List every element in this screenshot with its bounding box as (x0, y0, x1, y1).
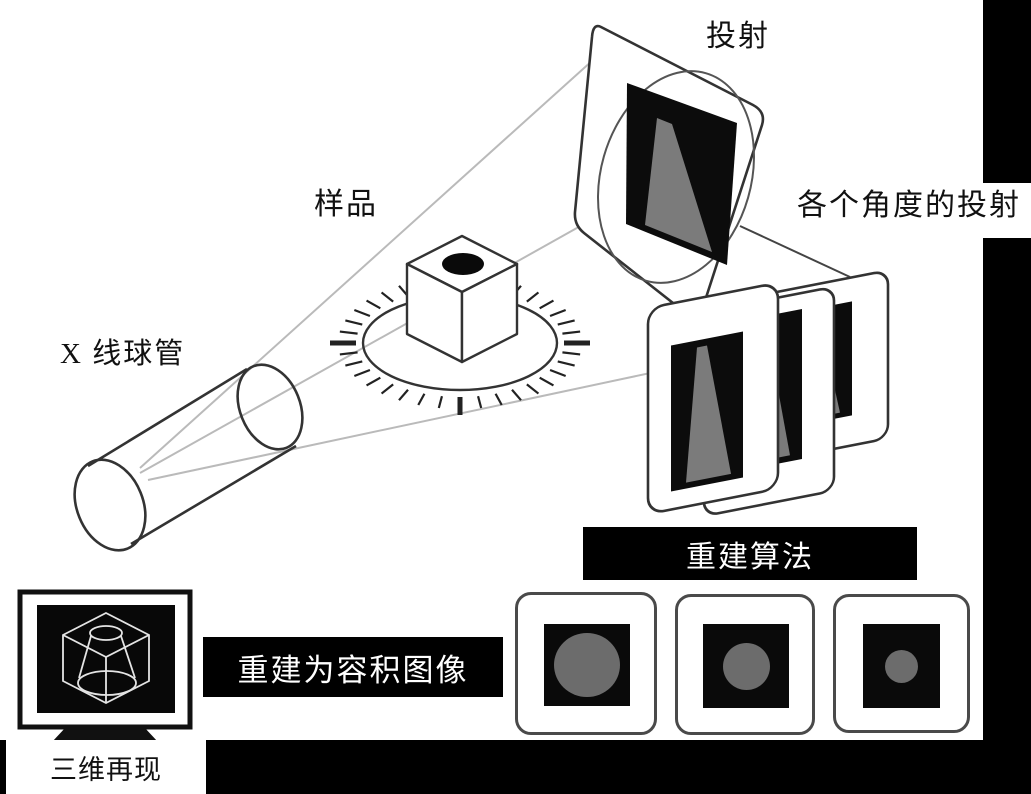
label-sample: 样品 (314, 188, 378, 221)
label-xray-tube: X 线球管 (60, 338, 186, 370)
projection-shadow (645, 118, 712, 252)
label-3d-reproduction: 三维再现 (50, 754, 162, 785)
label-box-recon-algorithm: 重建算法 (583, 527, 917, 580)
rotary-stage (330, 277, 590, 415)
slice-circle-small (885, 649, 918, 683)
label-angle-projections: 各个角度的投射 (797, 189, 1021, 222)
slice-circle-large (554, 633, 620, 697)
monitor (17, 589, 193, 742)
slice-frame-2 (675, 594, 815, 735)
xray-tube-cylinder (73, 363, 304, 552)
wireframe-volume (62, 611, 150, 705)
monitor-stand (52, 727, 158, 742)
slice-image-1 (544, 624, 630, 706)
label-projection: 投射 (706, 20, 770, 53)
detector-screen (573, 24, 765, 319)
slice-frame-1 (515, 592, 657, 735)
xray-beam-lines (139, 59, 656, 481)
sample-hole (442, 253, 484, 275)
label-box-3d-reproduction: 三维再现 (6, 740, 206, 794)
stage-tick-marks (330, 277, 590, 415)
slice-image-2 (703, 624, 789, 708)
right-strip-top (983, 0, 1031, 183)
screen-to-stack-line (739, 225, 851, 278)
sample-cube (405, 234, 519, 364)
detector-window (597, 70, 755, 284)
label-box-recon-volume: 重建为容积图像 (203, 637, 503, 697)
projection-frame-front (646, 284, 780, 513)
projection-frame-stack (646, 271, 890, 515)
slice-frame-3 (833, 594, 970, 733)
slice-image-3 (863, 624, 940, 708)
slice-circle-medium (722, 642, 770, 690)
right-strip-bottom (983, 238, 1031, 794)
